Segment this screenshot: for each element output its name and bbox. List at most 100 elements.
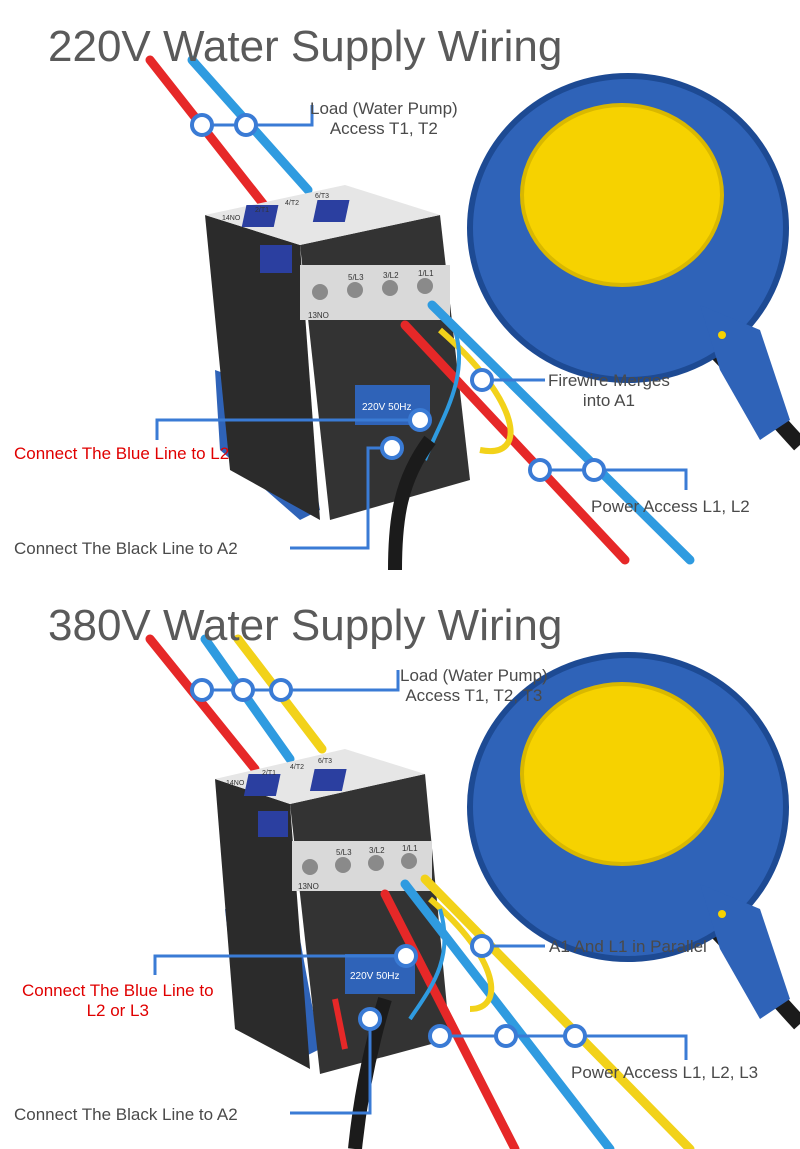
callout-power-line xyxy=(440,1034,688,1060)
screw-1 xyxy=(302,859,318,875)
button-2 xyxy=(309,769,347,791)
terminal-label-1: 1/L1 xyxy=(402,844,418,853)
marker-firewire xyxy=(470,368,494,392)
button-2 xyxy=(312,200,350,222)
marker-load-blue xyxy=(231,678,255,702)
power-label: Power Access L1, L2 xyxy=(591,497,750,516)
load-label-line2: Access T1, T2 xyxy=(329,119,438,138)
terminal-label-4: 13NO xyxy=(298,882,319,891)
marker-load-red xyxy=(190,113,214,137)
marker-load-yellow xyxy=(269,678,293,702)
contactor: 1/L1 3/L2 5/L3 13NO 2/T1 4/T2 6/T3 14NO … xyxy=(215,749,450,1074)
callout-markers xyxy=(190,113,606,482)
screw-1 xyxy=(312,284,328,300)
yellow-jumper xyxy=(428,896,495,1012)
blue-line-label-line2: L2 or L3 xyxy=(86,1001,149,1020)
marker-power-red xyxy=(428,1024,452,1048)
diagram-380v: 1/L1 3/L2 5/L3 13NO 2/T1 4/T2 6/T3 14NO … xyxy=(0,579,800,1149)
firewire-label: Firewire Merges into A1 xyxy=(548,371,670,411)
yellow-jumper xyxy=(438,327,514,455)
terminal-label-3: 5/L3 xyxy=(336,848,352,857)
blue-power-wire xyxy=(400,879,615,1149)
terminal-label-6: 4/T2 xyxy=(285,200,299,207)
button-3 xyxy=(260,245,292,273)
parallel-label: A1 And L1 in Parallel xyxy=(549,937,707,956)
blue-line-label: Connect The Blue Line to L2 or L3 xyxy=(22,981,214,1021)
contactor: 1/L1 3/L2 5/L3 13NO 2/T1 4/T2 6/T3 14NO … xyxy=(205,185,470,520)
firewire-label-line2: into A1 xyxy=(582,391,635,410)
contactor-side xyxy=(205,215,320,520)
float-strain-relief xyxy=(700,305,790,440)
callout-markers xyxy=(190,678,587,1048)
black-coil-cable xyxy=(388,435,436,570)
coil-label: 220V 50Hz xyxy=(362,402,411,413)
yellow-power-wire xyxy=(420,874,695,1149)
terminal-label-2: 3/L2 xyxy=(383,271,399,280)
marker-power-blue xyxy=(494,1024,518,1048)
callout-load-line xyxy=(202,670,400,692)
terminal-label-4: 13NO xyxy=(308,311,329,320)
terminal-label-2: 3/L2 xyxy=(369,846,385,855)
blue-line-label: Connect The Blue Line to L2 xyxy=(14,444,230,463)
screw-3 xyxy=(382,280,398,296)
marker-blue-line xyxy=(394,944,418,968)
red-power-wire xyxy=(400,320,630,565)
float-cap xyxy=(522,684,722,864)
terminal-label-7: 6/T3 xyxy=(315,193,329,200)
terminal-label-5: 2/T1 xyxy=(262,770,276,777)
marker-blue-line xyxy=(408,408,432,432)
callout-blue-line xyxy=(153,954,406,975)
marker-parallel xyxy=(470,934,494,958)
screw-4 xyxy=(401,853,417,869)
float-shell-shade xyxy=(467,73,789,383)
float-shell-shade xyxy=(467,652,789,962)
screw-3 xyxy=(368,855,384,871)
marker-load-blue xyxy=(234,113,258,137)
float-strain-relief xyxy=(700,884,790,1019)
terminal-label-5: 2/T1 xyxy=(255,207,269,214)
red-power-wire xyxy=(380,889,520,1149)
float-dot xyxy=(718,910,726,918)
black-line-label: Connect The Black Line to A2 xyxy=(14,539,238,558)
marker-load-red xyxy=(190,678,214,702)
load-label: Load (Water Pump) Access T1, T2, T3 xyxy=(400,666,548,706)
red-load-wire xyxy=(145,55,273,215)
float-switch xyxy=(467,73,790,440)
marker-power-blue xyxy=(582,458,606,482)
terminal-label-7: 6/T3 xyxy=(318,758,332,765)
float-switch xyxy=(467,652,790,1019)
diagram-380v-illustration: 1/L1 3/L2 5/L3 13NO 2/T1 4/T2 6/T3 14NO … xyxy=(145,634,800,1149)
button-3 xyxy=(258,811,288,837)
float-cap-rim xyxy=(520,682,724,866)
terminal-label-3: 5/L3 xyxy=(348,273,364,282)
marker-power-yellow xyxy=(563,1024,587,1048)
screw-2 xyxy=(335,857,351,873)
callout-lines xyxy=(153,670,688,1115)
black-line-label: Connect The Black Line to A2 xyxy=(14,1105,238,1124)
diagram-title: 220V Water Supply Wiring xyxy=(48,22,563,71)
diagram-220v: 1/L1 3/L2 5/L3 13NO 2/T1 4/T2 6/T3 14NO … xyxy=(0,0,800,570)
red-load-wire xyxy=(145,634,260,774)
float-dot xyxy=(718,331,726,339)
terminal-label-8: 14NO xyxy=(222,215,241,222)
screw-4 xyxy=(417,278,433,294)
load-label: Load (Water Pump) Access T1, T2 xyxy=(310,99,458,139)
terminal-label-1: 1/L1 xyxy=(418,269,434,278)
terminal-label-6: 4/T2 xyxy=(290,764,304,771)
diagram-220v-illustration: 1/L1 3/L2 5/L3 13NO 2/T1 4/T2 6/T3 14NO … xyxy=(145,55,800,570)
marker-black-line xyxy=(358,1007,382,1031)
callout-blue-line xyxy=(155,418,420,440)
terminal-label-8: 14NO xyxy=(226,780,245,787)
float-cap xyxy=(522,105,722,285)
marker-black-line xyxy=(380,436,404,460)
load-label-line1: Load (Water Pump) xyxy=(310,99,458,118)
contactor-side xyxy=(215,779,310,1069)
button-1 xyxy=(243,774,281,796)
callout-black-line xyxy=(290,1019,372,1115)
button-1 xyxy=(241,205,279,227)
load-label-line1: Load (Water Pump) xyxy=(400,666,548,685)
coil-label: 220V 50Hz xyxy=(350,971,399,982)
power-label: Power Access L1, L2, L3 xyxy=(571,1063,759,1082)
blue-coil-lead xyxy=(408,908,447,1021)
blue-power-wire xyxy=(427,300,695,565)
